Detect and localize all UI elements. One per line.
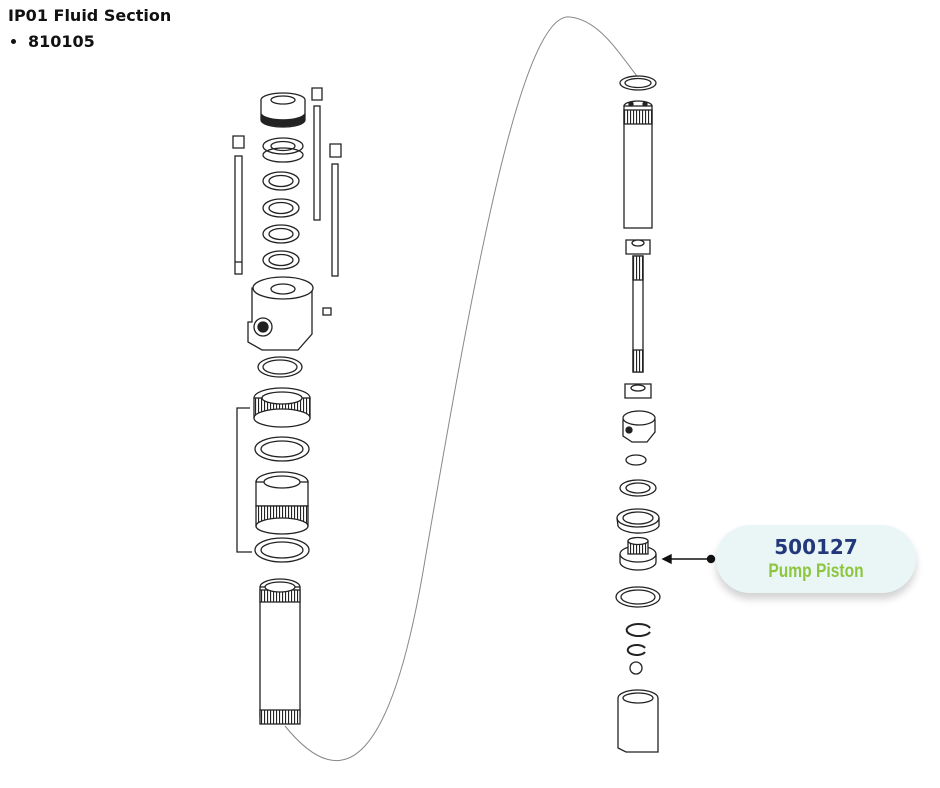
- check-ball: [629, 661, 643, 675]
- part-callout[interactable]: 500127 Pump Piston: [716, 525, 916, 593]
- rod-nut-lower: [624, 383, 652, 399]
- pump-cylinder: [259, 578, 301, 725]
- connector-curve: [284, 16, 641, 762]
- part-name: Pump Piston: [768, 561, 864, 582]
- piston-seal-3: [615, 586, 661, 608]
- packing-set-upper: [262, 137, 304, 270]
- small-o-ring: [625, 454, 647, 466]
- throat-ring-lower: [255, 471, 309, 535]
- piston-seal-2: [616, 508, 660, 534]
- foot-valve-housing: [617, 689, 659, 753]
- tie-rod-center: [311, 87, 323, 221]
- piston-rod: [632, 255, 644, 373]
- bullet-icon: [11, 39, 16, 44]
- bleed-plug: [322, 307, 332, 316]
- piston-coupler: [622, 410, 656, 443]
- pump-housing: [247, 276, 314, 351]
- page-title: IP01 Fluid Section: [8, 6, 172, 25]
- gasket-ring-2: [254, 436, 310, 462]
- retainer-clip: [626, 644, 646, 656]
- model-number: 810105: [28, 32, 95, 51]
- model-bullet: 810105: [8, 32, 95, 51]
- part-number: 500127: [774, 535, 858, 559]
- top-packing-nut: [260, 92, 306, 128]
- pump-piston-part: [619, 536, 657, 571]
- throat-ring-upper: [253, 387, 311, 428]
- piston-seal-1: [619, 479, 657, 497]
- assembly-bracket: [236, 407, 252, 553]
- top-o-ring: [619, 75, 657, 91]
- gasket-ring-3: [254, 537, 310, 563]
- callout-arrow: [661, 553, 716, 565]
- snap-ring: [625, 623, 651, 637]
- tie-rod-right: [329, 143, 342, 277]
- displacement-rod: [623, 100, 653, 229]
- gasket-ring-1: [257, 356, 303, 378]
- tie-rod-left: [232, 135, 245, 275]
- rod-nut-upper: [625, 239, 651, 255]
